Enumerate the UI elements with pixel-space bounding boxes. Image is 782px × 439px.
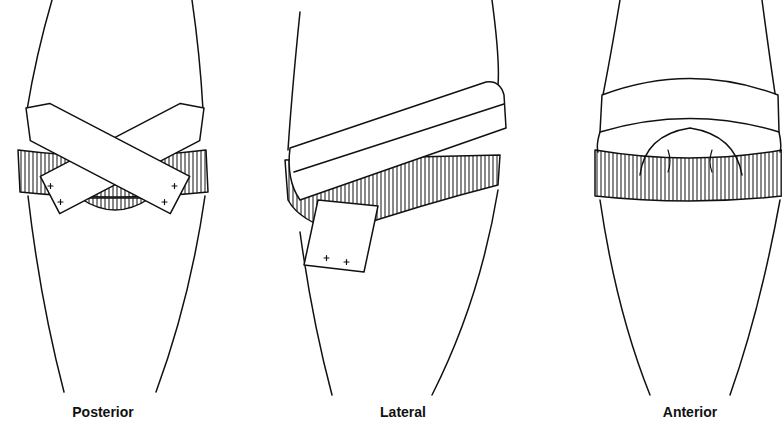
anterior-leg	[595, 0, 782, 395]
lateral-leg	[285, 0, 506, 395]
view-label: Posterior	[69, 404, 136, 420]
view-label: Lateral	[377, 404, 429, 420]
posterior-leg	[18, 0, 208, 392]
view-label: Anterior	[660, 404, 720, 420]
